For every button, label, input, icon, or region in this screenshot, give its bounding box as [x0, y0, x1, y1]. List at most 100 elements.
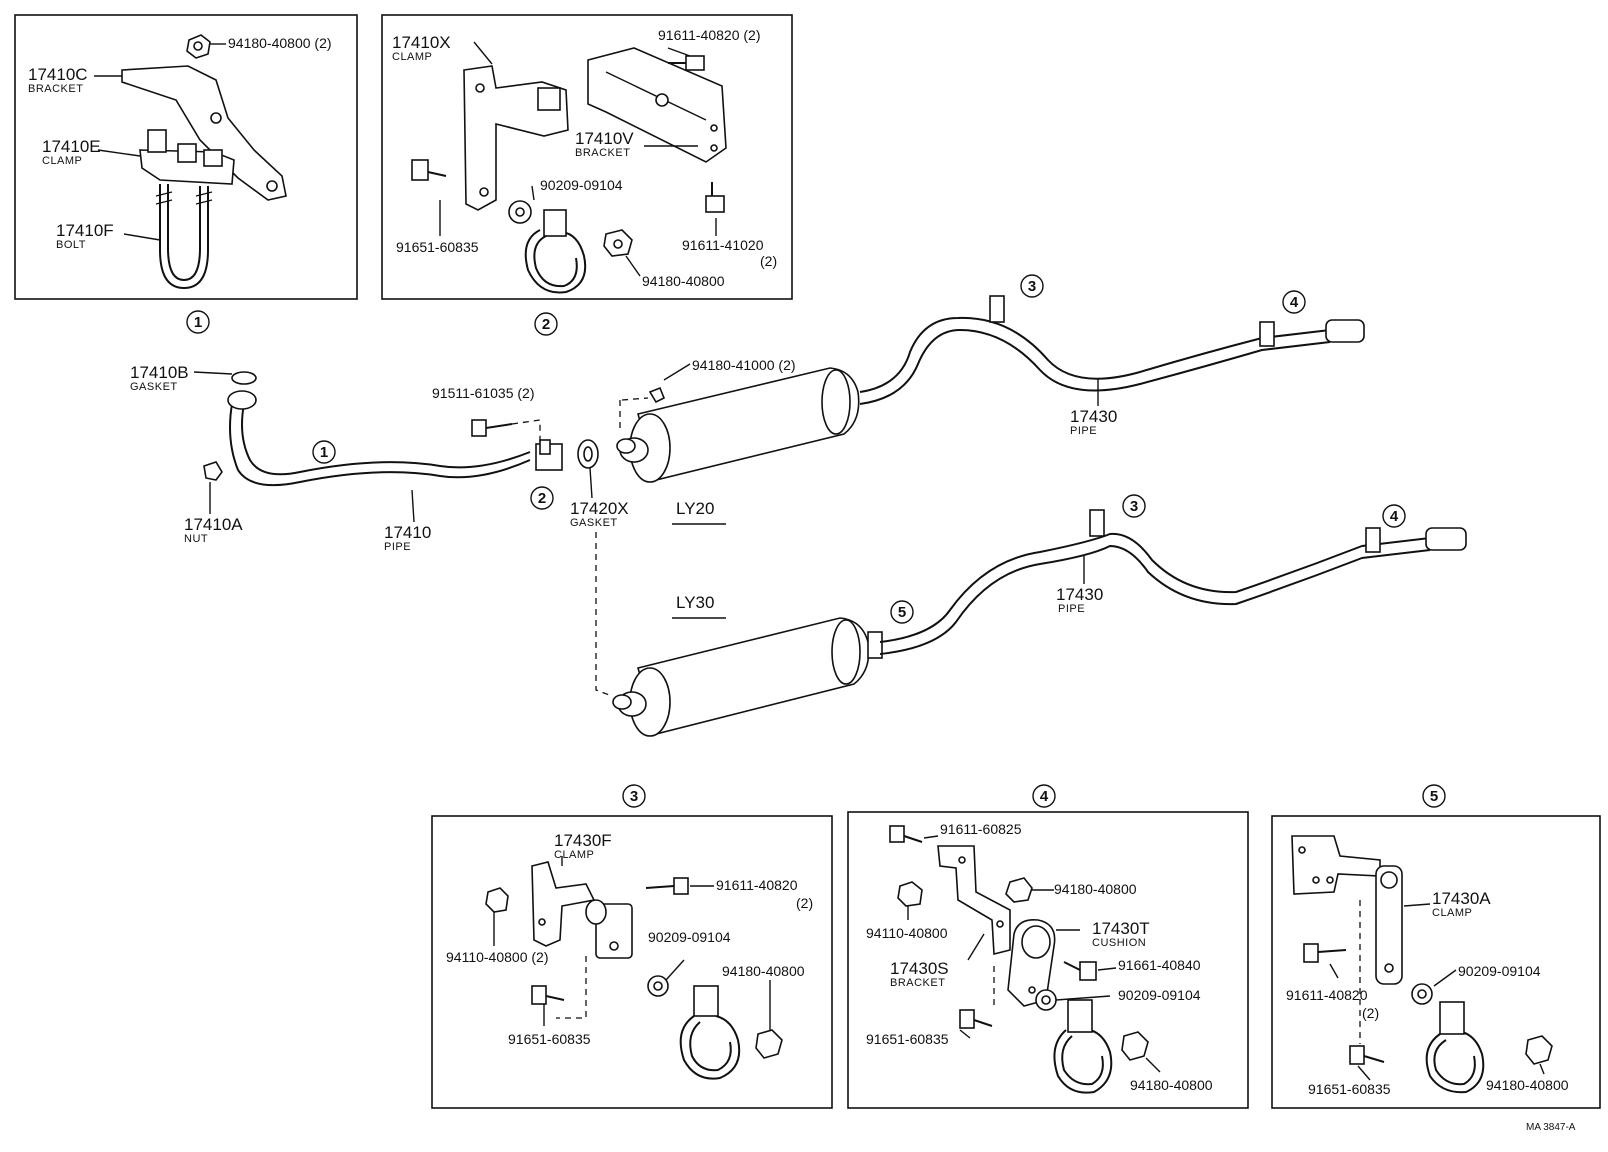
label-94110-40800-2: 94110-40800 (2): [446, 949, 548, 965]
label-pipe-ly30: PIPE: [1058, 603, 1085, 615]
label-17430-ly20: 17430: [1070, 407, 1117, 426]
label-91651-60835-5: 91651-60835: [1308, 1081, 1391, 1097]
label-94180-40800-4a: 94180-40800: [1054, 881, 1137, 897]
ly20-muffler: [616, 367, 860, 483]
clamp-band-icon-3: [679, 985, 741, 1080]
clamp-17430a-shape: [1375, 865, 1403, 985]
svg-text:3: 3: [1130, 498, 1138, 515]
callout-4-ly20: 4: [1282, 290, 1306, 314]
u-bolt-17410f-shape: [155, 184, 213, 290]
cushion-17430t-shape: [1007, 918, 1056, 1007]
nut-94180-40800-icon-4a: [1005, 877, 1033, 903]
callout-4-inset: 4: [1032, 784, 1056, 808]
svg-text:5: 5: [898, 604, 906, 621]
label-bolt: BOLT: [56, 239, 86, 251]
label-91511-61035-2: 91511-61035 (2): [432, 385, 534, 401]
front-pipe-17410: [203, 371, 563, 487]
bolt-91611-60825-icon: [889, 825, 923, 843]
label-clamp-2: CLAMP: [392, 51, 432, 63]
clamp-band-icon: [524, 209, 587, 294]
label-91611-41020: 91611-41020: [682, 237, 764, 253]
bolt-91511-61035: [471, 419, 541, 444]
label-clamp-5: CLAMP: [1432, 907, 1472, 919]
label-nut: NUT: [184, 533, 208, 545]
bolt-91611-40820-icon-5: [1303, 943, 1347, 963]
label-cushion: CUSHION: [1092, 937, 1146, 949]
clamp-band-icon-5: [1425, 1001, 1485, 1094]
label-17410x: 17410X: [392, 33, 451, 52]
svg-text:4: 4: [1390, 508, 1399, 525]
clamp-17410x-shape: [463, 65, 569, 211]
clamp-17430f-shape: [531, 861, 633, 959]
label-clamp-3: CLAMP: [554, 849, 594, 861]
bolt-91661-40840-icon: [1063, 961, 1097, 981]
label-90209-09104-3: 90209-09104: [648, 929, 731, 945]
label-pipe-ly20: PIPE: [1070, 425, 1097, 437]
clamp-17410e-shape: [139, 129, 235, 185]
label-17410f: 17410F: [56, 221, 114, 240]
label-17430a: 17430A: [1432, 889, 1491, 908]
label-17410: 17410: [384, 523, 431, 542]
label-94180-40800-a: 94180-40800: [642, 273, 725, 289]
bolt-91611-40820-icon-3: [645, 877, 689, 895]
label-94180-40800-5: 94180-40800: [1486, 1077, 1569, 1093]
label-17430-ly30: 17430: [1056, 585, 1103, 604]
callout-2-main: 2: [530, 486, 554, 510]
inset-box-5: 17430A CLAMP 90209-09104 91611-40820 (2)…: [1271, 815, 1601, 1109]
label-clamp: CLAMP: [42, 155, 82, 167]
bolt-91651-60835-icon-5: [1349, 900, 1385, 1065]
label-17430f: 17430F: [554, 831, 612, 850]
label-94110-40800: 94110-40800: [866, 925, 948, 941]
callout-1-inset: 1: [186, 310, 210, 334]
label-17410v: 17410V: [575, 129, 634, 148]
washer-90209-09104-icon-4: [1035, 989, 1057, 1011]
nut-94110-40800-icon-4: [897, 881, 923, 907]
svg-text:4: 4: [1040, 788, 1049, 805]
callout-3-ly30: 3: [1122, 494, 1146, 518]
label-qty-2-a: (2): [760, 253, 777, 269]
label-91651-60835: 91651-60835: [396, 239, 479, 255]
washer-90209-09104-icon-3: [647, 975, 669, 997]
label-bracket-2: BRACKET: [575, 147, 630, 159]
label-91651-60835-3: 91651-60835: [508, 1031, 591, 1047]
label-gasket-2: GASKET: [570, 517, 618, 529]
ly30-muffler: [612, 617, 883, 737]
svg-text:2: 2: [542, 316, 550, 333]
model-ly30: LY30: [676, 593, 714, 612]
nut-94180-40800-icon: [603, 229, 633, 257]
svg-text:3: 3: [1028, 278, 1036, 295]
bracket-shape-5: [1291, 835, 1381, 895]
label-bracket-4: BRACKET: [890, 977, 945, 989]
callout-2-inset: 2: [534, 312, 558, 336]
ly20-tail-pipe-17430: [859, 295, 1365, 405]
svg-text:5: 5: [1430, 788, 1438, 805]
label-qty-2-b: (2): [796, 895, 813, 911]
svg-text:1: 1: [320, 444, 328, 461]
label-17410c: 17410C: [28, 65, 88, 84]
bracket-17410c-shape: [121, 65, 287, 201]
label-17430t: 17430T: [1092, 919, 1150, 938]
label-90209-09104: 90209-09104: [540, 177, 623, 193]
bolt-91611-40820-icon: [668, 55, 705, 71]
drawing-ref-code: MA 3847-A: [1526, 1122, 1576, 1133]
svg-text:4: 4: [1290, 294, 1299, 311]
nut-94180-40800-icon-3: [755, 1029, 783, 1059]
label-91661-40840: 91661-40840: [1118, 957, 1201, 973]
nut-94110-40800-icon: [485, 887, 509, 913]
label-pipe: PIPE: [384, 541, 411, 553]
clamp-band-icon-4: [1053, 999, 1113, 1094]
inset-box-1: 94180-40800 (2) 17410C BRACKET 17410E CL…: [14, 14, 358, 300]
gasket-17420x: [577, 439, 599, 469]
label-94180-40800-3: 94180-40800: [722, 963, 805, 979]
label-91611-60825: 91611-60825: [940, 821, 1022, 837]
label-94180-40800-2: 94180-40800 (2): [228, 35, 332, 51]
model-ly20: LY20: [676, 499, 714, 518]
label-91611-40820-2: 91611-40820 (2): [658, 27, 760, 43]
bolt-91611-41020-icon: [705, 182, 725, 213]
inset-box-4: 91611-60825 94180-40800 94110-40800 1743…: [847, 811, 1249, 1109]
nut-94180-40800-icon-5: [1525, 1035, 1553, 1065]
label-94180-40800-4b: 94180-40800: [1130, 1077, 1213, 1093]
label-qty-2-c: (2): [1362, 1005, 1379, 1021]
label-94180-41000-2: 94180-41000 (2): [692, 357, 796, 373]
